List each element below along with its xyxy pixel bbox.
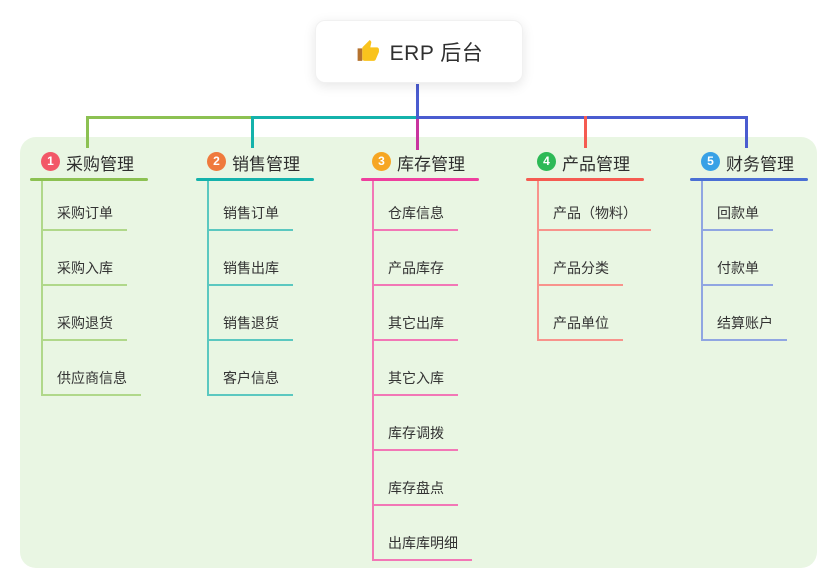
branch-underline [526,178,644,181]
connector-trunk-vertical [416,84,419,117]
branch-number-badge: 4 [537,152,556,171]
branch-title[interactable]: 采购管理 [66,155,134,174]
child-node[interactable]: 采购退货 [41,314,127,341]
branch-title[interactable]: 产品管理 [562,155,630,174]
child-label: 其它入库 [388,370,444,386]
branch-child-connector [701,181,703,341]
branches-panel [20,137,817,568]
branch-child-connector [372,181,374,561]
connector-branch5-drop [745,116,748,148]
branch-number-badge: 2 [207,152,226,171]
connector-branch3-drop [416,119,419,150]
child-label: 库存调拨 [388,425,444,441]
child-label: 销售订单 [223,205,279,221]
child-node[interactable]: 结算账户 [701,314,787,341]
branch-child-connector [207,181,209,396]
root-node[interactable]: ERP 后台 [315,20,523,83]
branch-number-badge: 5 [701,152,720,171]
child-label: 结算账户 [717,315,773,331]
child-node[interactable]: 产品（物料） [537,204,651,231]
branch-child-connector [41,181,43,396]
child-node[interactable]: 供应商信息 [41,369,141,396]
child-label: 付款单 [717,260,759,276]
child-node[interactable]: 出库库明细 [372,534,472,561]
child-label: 销售出库 [223,260,279,276]
connector-branch5-horizontal [416,116,748,119]
child-node[interactable]: 销售退货 [207,314,293,341]
branch-underline [690,178,808,181]
branch-underline [30,178,148,181]
branch-underline [361,178,479,181]
child-node[interactable]: 产品库存 [372,259,458,286]
child-node[interactable]: 采购入库 [41,259,127,286]
child-label: 产品单位 [553,315,609,331]
connector-branch1-drop [86,116,89,148]
child-node[interactable]: 产品分类 [537,259,623,286]
child-label: 其它出库 [388,315,444,331]
child-node[interactable]: 其它入库 [372,369,458,396]
child-label: 采购入库 [57,260,113,276]
branch-title[interactable]: 财务管理 [726,155,794,174]
child-node[interactable]: 销售出库 [207,259,293,286]
branch-title[interactable]: 销售管理 [232,155,300,174]
child-node[interactable]: 销售订单 [207,204,293,231]
child-node[interactable]: 回款单 [701,204,773,231]
thumbs-up-icon [355,39,380,64]
child-label: 产品（物料） [553,205,637,221]
child-node[interactable]: 仓库信息 [372,204,458,231]
branch-number-badge: 1 [41,152,60,171]
connector-branch1-horizontal [86,116,253,119]
root-label: ERP 后台 [389,41,484,65]
child-label: 产品库存 [388,260,444,276]
child-label: 出库库明细 [388,535,458,551]
connector-branch4-drop [584,116,587,148]
child-node[interactable]: 库存盘点 [372,479,458,506]
child-node[interactable]: 产品单位 [537,314,623,341]
child-label: 销售退货 [223,315,279,331]
branch-title[interactable]: 库存管理 [397,155,465,174]
connector-branch2-drop [251,116,254,148]
child-node[interactable]: 其它出库 [372,314,458,341]
branch-child-connector [537,181,539,341]
child-label: 供应商信息 [57,370,127,386]
child-label: 回款单 [717,205,759,221]
branch-number-badge: 3 [372,152,391,171]
child-node[interactable]: 客户信息 [207,369,293,396]
connector-branch2-horizontal [251,116,418,119]
child-label: 仓库信息 [388,205,444,221]
child-label: 采购退货 [57,315,113,331]
branch-underline [196,178,314,181]
child-node[interactable]: 库存调拨 [372,424,458,451]
child-node[interactable]: 付款单 [701,259,773,286]
child-label: 库存盘点 [388,480,444,496]
child-label: 采购订单 [57,205,113,221]
child-node[interactable]: 采购订单 [41,204,127,231]
child-label: 产品分类 [553,260,609,276]
child-label: 客户信息 [223,370,279,386]
